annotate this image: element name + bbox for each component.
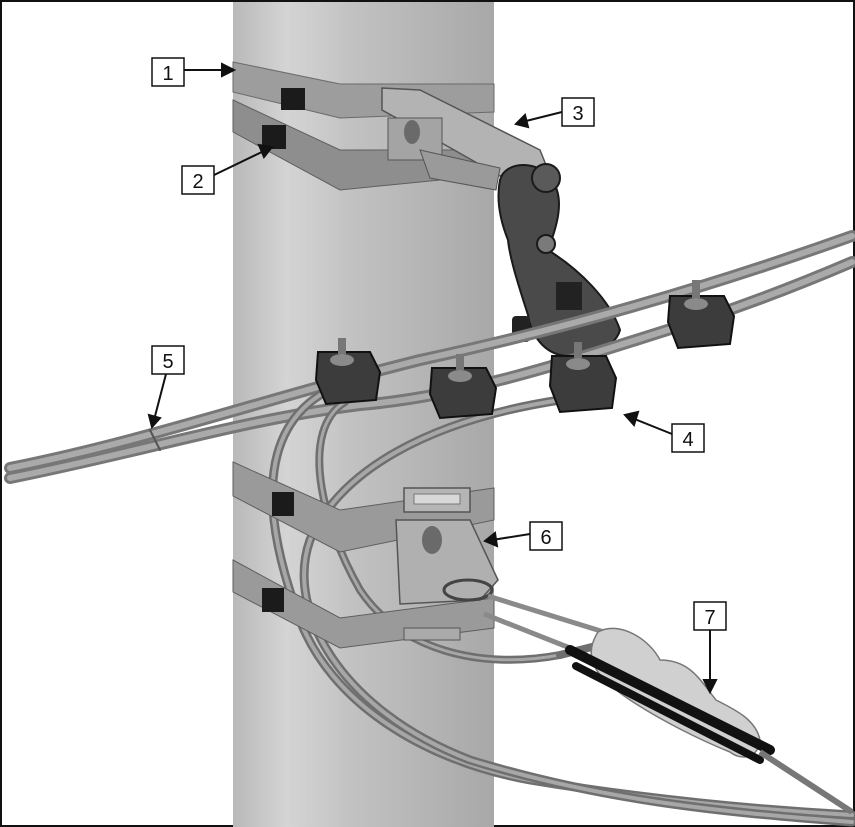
callout-arrows bbox=[147, 62, 718, 695]
suspension-bracket bbox=[395, 487, 499, 641]
piercing-connector-1 bbox=[314, 338, 382, 406]
callout-4: 4 bbox=[671, 423, 705, 453]
callout-2: 2 bbox=[181, 165, 215, 195]
callout-3: 3 bbox=[561, 97, 595, 127]
steel-band-lower-2 bbox=[232, 559, 495, 649]
callout-7: 7 bbox=[693, 601, 727, 631]
callout-5-label: 5 bbox=[162, 351, 173, 373]
callout-3-label: 3 bbox=[572, 103, 583, 125]
callout-4-label: 4 bbox=[682, 429, 693, 451]
callout-6: 6 bbox=[529, 521, 563, 551]
piercing-connector-3 bbox=[548, 342, 618, 414]
callout-7-label: 7 bbox=[704, 607, 715, 629]
callout-1: 1 bbox=[151, 57, 185, 87]
anchoring-clamp bbox=[565, 627, 854, 815]
callout-6-label: 6 bbox=[540, 527, 551, 549]
guy-wires bbox=[483, 593, 605, 651]
callout-2-label: 2 bbox=[192, 171, 203, 193]
callout-5: 5 bbox=[151, 345, 185, 375]
piercing-connector-4 bbox=[666, 280, 736, 350]
callout-1-label: 1 bbox=[162, 63, 173, 85]
piercing-connector-2 bbox=[428, 354, 498, 420]
